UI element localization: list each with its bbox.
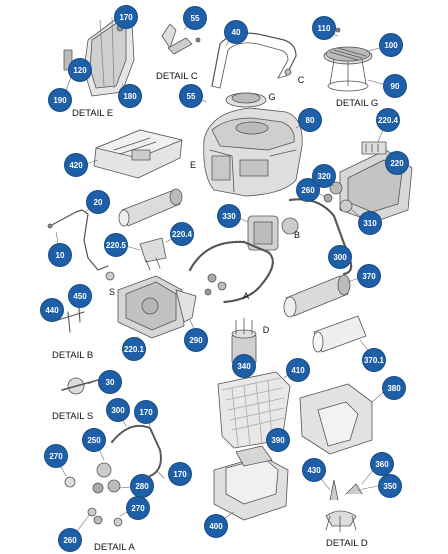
- detail-e-side-cover: [63, 15, 135, 97]
- part-badge: 220: [386, 152, 408, 174]
- part-badge: 430: [303, 459, 325, 481]
- detail-s-label: DETAIL S: [52, 411, 94, 422]
- part-badge: 300: [329, 246, 351, 268]
- callout-letter-b: B: [293, 230, 301, 240]
- part-badge: 55: [184, 7, 206, 29]
- part-badge: 280: [131, 475, 153, 497]
- part-badge: 290: [185, 329, 207, 351]
- drive-motor: [247, 215, 299, 251]
- part-badge: 310: [359, 212, 381, 234]
- filter-support: [299, 383, 373, 455]
- part-badge: 260: [59, 529, 81, 551]
- part-badge: 370: [358, 265, 380, 287]
- detail-c-clip: [161, 23, 201, 55]
- part-badge: 350: [379, 475, 401, 497]
- part-badge: 220.1: [123, 338, 145, 360]
- brush-roller-lower: [283, 274, 351, 318]
- part-badge: 270: [45, 445, 67, 467]
- part-badge: 250: [83, 429, 105, 451]
- part-badge: 440: [41, 299, 63, 321]
- callout-letter-g: G: [268, 92, 276, 102]
- part-badge: 360: [371, 453, 393, 475]
- callout-letter-d: D: [262, 325, 270, 335]
- part-badge: 390: [267, 429, 289, 451]
- part-badge: 190: [49, 89, 71, 111]
- side-panel-left: [117, 275, 185, 339]
- part-badge: 10: [49, 244, 71, 266]
- part-badge: 55: [180, 85, 202, 107]
- callout-letter-e: E: [189, 160, 197, 170]
- handle: [211, 32, 297, 89]
- detail-g-grate: [323, 27, 373, 92]
- part-badge: 170: [115, 6, 137, 28]
- part-badge: 420: [65, 154, 87, 176]
- callout-letter-a: A: [242, 291, 250, 301]
- part-badge: 40: [225, 21, 247, 43]
- brush-roller-upper: [118, 188, 183, 227]
- part-badge: 320: [313, 165, 335, 187]
- part-badge: 450: [69, 285, 91, 307]
- part-badge: 220.5: [105, 234, 127, 256]
- part-badge: 270: [127, 497, 149, 519]
- filter-tray: [93, 129, 183, 179]
- axle-rod: [49, 209, 109, 271]
- detail-s-spindle: [61, 377, 99, 395]
- part-badge: 370.1: [363, 349, 385, 371]
- detail-d-label: DETAIL D: [326, 538, 368, 549]
- detail-b-label: DETAIL B: [52, 350, 94, 361]
- part-badge: 410: [287, 359, 309, 381]
- part-badge: 340: [233, 355, 255, 377]
- part-badge: 30: [99, 371, 121, 393]
- part-badge: 80: [299, 109, 321, 131]
- detail-a-track: [111, 424, 162, 477]
- drive-belt-left: [188, 240, 274, 304]
- part-badge: 380: [383, 377, 405, 399]
- part-badge: 260: [297, 179, 319, 201]
- part-badge: 120: [69, 59, 91, 81]
- part-badge: 100: [380, 34, 402, 56]
- callout-letter-s: S: [108, 287, 116, 297]
- part-badge: 170: [169, 463, 191, 485]
- part-badge: 110: [313, 17, 335, 39]
- part-badge: 400: [205, 515, 227, 537]
- part-badge: 220.4: [377, 109, 399, 131]
- part-badge: 90: [384, 75, 406, 97]
- detail-a-label: DETAIL A: [94, 542, 135, 553]
- main-body-cover: [203, 107, 303, 197]
- part-badge: 330: [218, 205, 240, 227]
- detail-g-label: DETAIL G: [336, 98, 379, 109]
- part-badge: 20: [87, 191, 109, 213]
- part-badge: 180: [119, 85, 141, 107]
- callout-letter-c: C: [297, 75, 305, 85]
- part-badge: 170: [135, 401, 157, 423]
- detail-d-impeller: [325, 479, 363, 533]
- detail-c-label: DETAIL C: [156, 71, 198, 82]
- part-badge: 300: [107, 399, 129, 421]
- part-badge: 220.4: [171, 223, 193, 245]
- filter-frame: [213, 445, 289, 521]
- detail-e-label: DETAIL E: [72, 108, 114, 119]
